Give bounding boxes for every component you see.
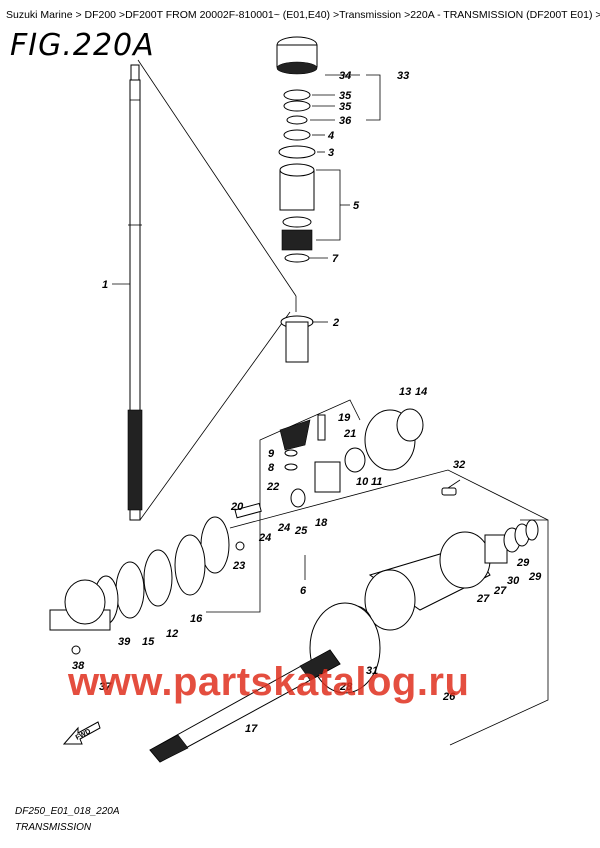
- sleeve-part-2[interactable]: [280, 315, 314, 363]
- callout-2: 2: [332, 317, 339, 329]
- callout-20: 20: [230, 501, 244, 513]
- figure-title: FIG.220A: [10, 28, 155, 63]
- callout-16: 16: [190, 613, 203, 625]
- callout-22: 22: [266, 481, 279, 493]
- callout-12: 12: [166, 628, 178, 640]
- callout-29a: 29: [516, 557, 530, 569]
- breadcrumb-link-2[interactable]: DF200T FROM 20002F-810001~ (E01,E40): [125, 9, 331, 21]
- callout-10: 10: [356, 476, 369, 488]
- callout-21: 21: [343, 428, 356, 440]
- breadcrumb-link-1[interactable]: DF200: [84, 9, 117, 21]
- breadcrumb-link-3[interactable]: Transmission: [339, 9, 402, 21]
- callout-13: 13: [399, 386, 411, 398]
- callout-38: 38: [72, 660, 85, 672]
- callout-30: 30: [507, 575, 520, 587]
- callout-9: 9: [268, 448, 275, 460]
- bolt-part-32[interactable]: [441, 479, 461, 496]
- driveshaft-part-1[interactable]: [127, 64, 143, 521]
- callout-35a: 35: [339, 90, 352, 102]
- fwd-arrow-icon: FWD: [62, 718, 102, 753]
- callout-24a: 24: [277, 522, 290, 534]
- callout-29b: 29: [528, 571, 542, 583]
- gear-assembly[interactable]: [200, 408, 424, 574]
- callout-33: 33: [397, 70, 409, 82]
- callout-24b: 24: [258, 532, 271, 544]
- callout-27a: 27: [476, 593, 490, 605]
- callout-8: 8: [268, 462, 275, 474]
- callout-15: 15: [142, 636, 155, 648]
- callout-23: 23: [232, 560, 245, 572]
- callout-35b: 35: [339, 101, 352, 113]
- callout-31: 31: [366, 665, 378, 677]
- callout-28: 28: [339, 681, 353, 693]
- callout-5: 5: [353, 200, 360, 212]
- callout-39: 39: [118, 636, 131, 648]
- bearings-right[interactable]: [484, 519, 539, 564]
- callout-26: 26: [442, 691, 456, 703]
- breadcrumb-link-0[interactable]: Suzuki Marine: [6, 9, 73, 21]
- callout-18: 18: [315, 517, 328, 529]
- pump-assembly[interactable]: [276, 36, 318, 263]
- callout-37: 37: [99, 681, 112, 693]
- callout-11: 11: [371, 476, 382, 488]
- callout-36: 36: [339, 115, 352, 127]
- callout-27b: 27: [493, 585, 507, 597]
- callout-32: 32: [453, 459, 465, 471]
- breadcrumb-current: 220A - TRANSMISSION (DF200T E01): [410, 9, 593, 21]
- diagram-code: DF250_E01_018_220A: [15, 806, 120, 817]
- callout-17: 17: [245, 723, 258, 735]
- propeller-shaft-part-17[interactable]: [149, 649, 341, 763]
- callout-6: 6: [300, 585, 307, 597]
- watermark-text: www.partskatalog.ru: [68, 660, 470, 704]
- callout-7: 7: [332, 253, 339, 265]
- seal-rings[interactable]: [93, 534, 206, 625]
- callout-1: 1: [102, 279, 108, 291]
- leader-lines: [112, 74, 381, 323]
- callout-34: 34: [339, 70, 351, 82]
- breadcrumb: Suzuki Marine > DF200 >DF200T FROM 20002…: [6, 9, 600, 21]
- callout-25: 25: [294, 525, 308, 537]
- callout-4: 4: [327, 130, 334, 142]
- callout-3: 3: [328, 147, 334, 159]
- diagram-name: TRANSMISSION: [15, 822, 92, 833]
- callout-14: 14: [415, 386, 427, 398]
- clutch-shaft[interactable]: [49, 579, 111, 655]
- part-callouts: 1 2 3 4 5 6 7 8 9 10 11 12 13 14 15 16 1…: [72, 70, 542, 735]
- callout-19: 19: [338, 412, 351, 424]
